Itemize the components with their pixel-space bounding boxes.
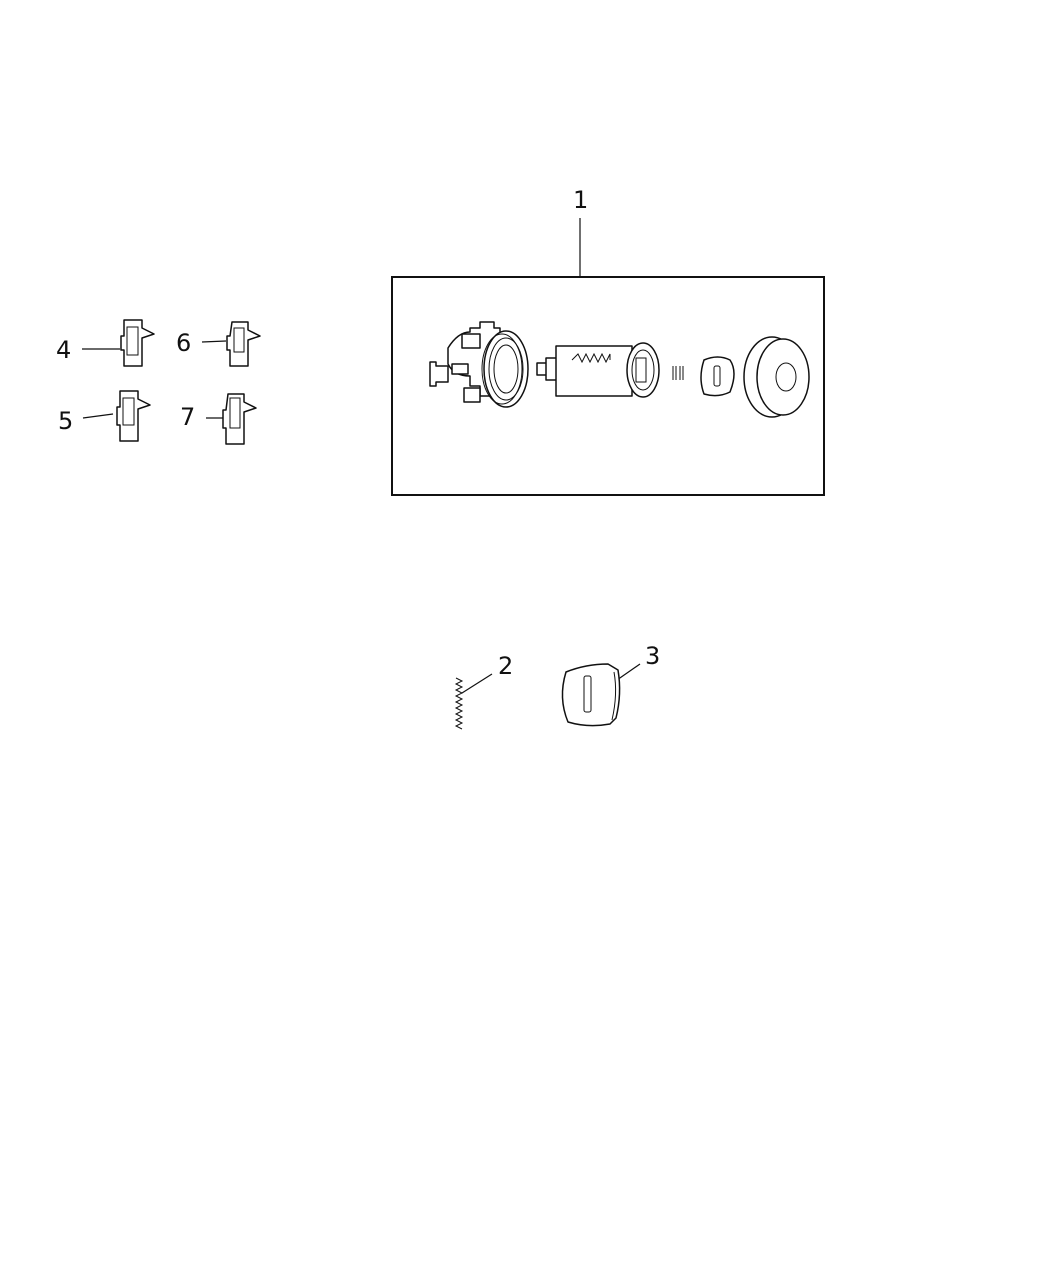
callout-3: 3 <box>645 642 661 670</box>
bezel-illustration <box>743 336 810 418</box>
callout-5: 5 <box>58 407 74 435</box>
springs-illustration <box>672 366 684 380</box>
callout-2: 2 <box>498 652 514 680</box>
lock-housing-illustration <box>429 321 529 408</box>
callout-4: 4 <box>56 336 72 364</box>
tumbler-5-illustration <box>116 390 151 442</box>
leader-line-2 <box>461 673 493 694</box>
callout-1: 1 <box>573 186 589 214</box>
face-cap-part-illustration <box>561 663 621 727</box>
tumbler-7-illustration <box>222 393 257 445</box>
leader-line-3 <box>616 663 641 681</box>
spring-illustration <box>454 677 464 730</box>
kit-box <box>391 276 825 496</box>
leader-lines <box>82 218 641 694</box>
callout-7: 7 <box>180 403 196 431</box>
lock-cylinder-illustration <box>536 342 660 398</box>
callout-6: 6 <box>176 329 192 357</box>
tumbler-6-illustration <box>226 321 261 367</box>
leader-line-6 <box>201 340 227 343</box>
leader-line-5 <box>82 413 114 419</box>
tumbler-4-illustration <box>120 319 155 367</box>
face-cap-illustration <box>700 356 735 397</box>
